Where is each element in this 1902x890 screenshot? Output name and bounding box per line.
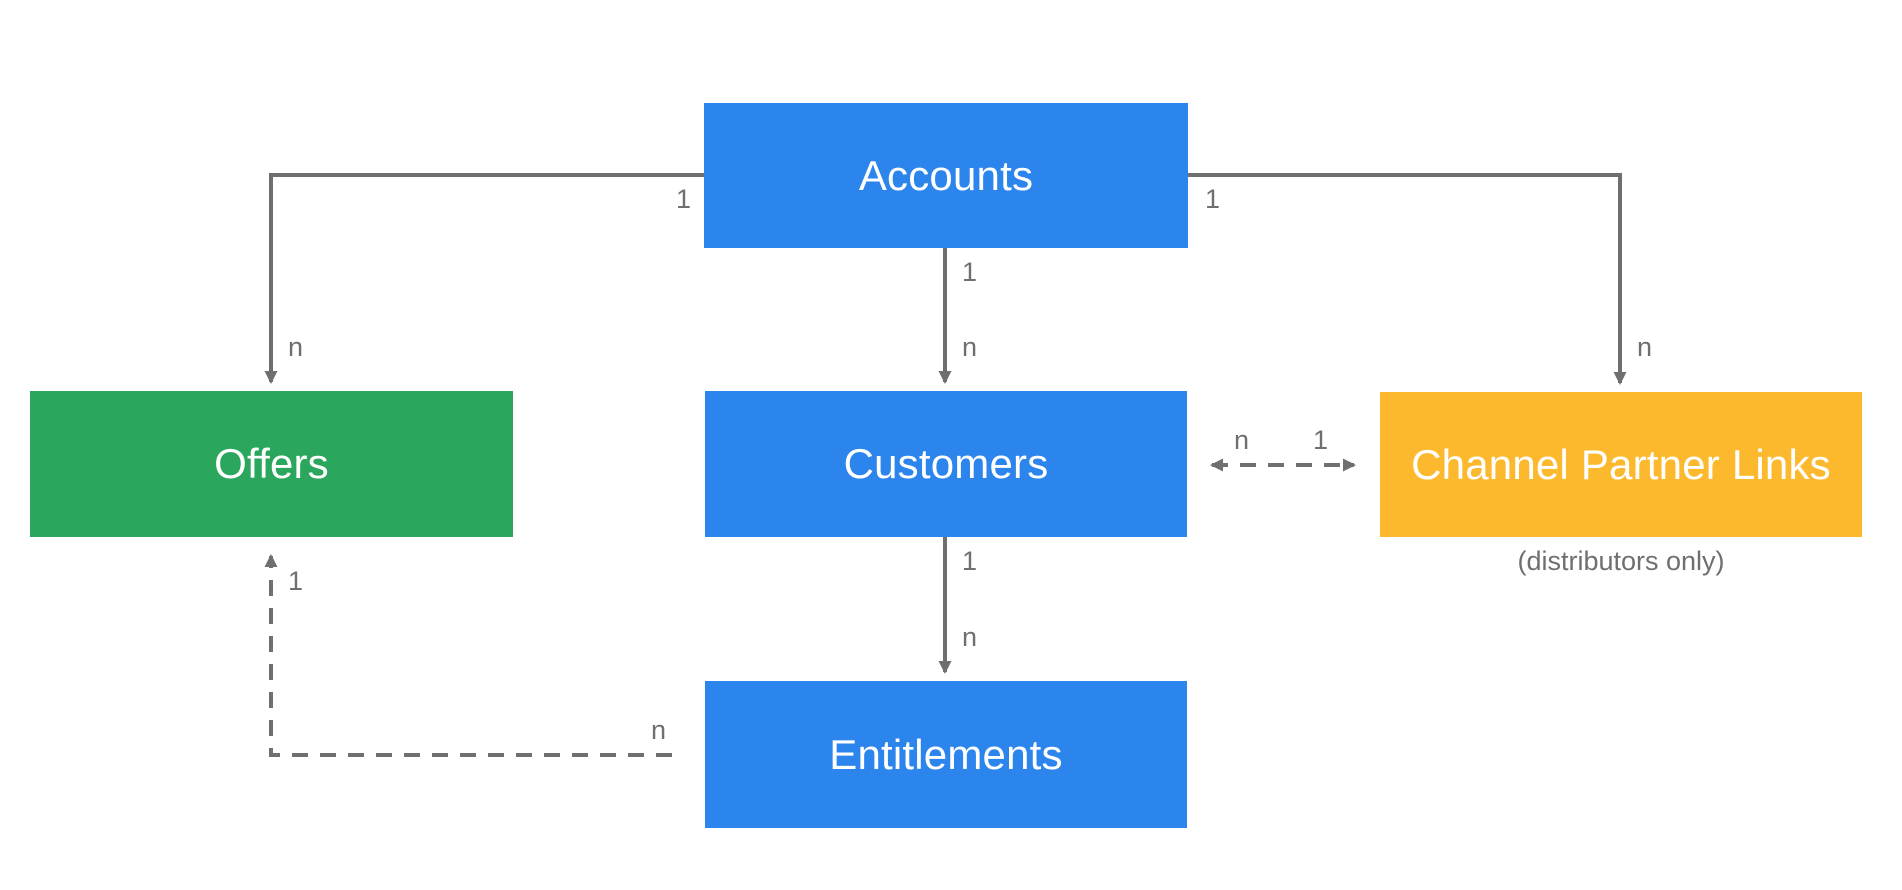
node-entitlements-label: Entitlements [829,730,1063,778]
edge-entitlements-offers [264,554,672,757]
edge-label-customers-entitlements-many: n [962,622,978,652]
edge-label-accounts-channel-one: 1 [1205,184,1221,214]
node-offers-label: Offers [214,440,329,487]
edge-label-accounts-offers-one: 1 [676,184,692,214]
edge-label-accounts-offers-many: n [288,332,304,362]
node-entitlements[interactable]: Entitlements [705,681,1187,828]
edge-accounts-offers [264,173,704,384]
edge-label-accounts-customers-one: 1 [962,257,978,287]
node-accounts[interactable]: Accounts [704,103,1188,248]
node-offers[interactable]: Offers [30,391,513,537]
edge-label-offers-entitlements-many: n [651,715,667,745]
node-accounts-label: Accounts [858,151,1034,199]
edge-label-customers-channel-one: 1 [1313,425,1329,455]
node-customers[interactable]: Customers [705,391,1187,537]
edge-label-customers-entitlements-one: 1 [962,546,978,576]
edge-label-offers-entitlements-one: 1 [288,566,304,596]
node-channel-partner-links-caption: (distributors only) [1517,546,1725,576]
node-customers-label: Customers [843,440,1049,487]
node-channel-partner-links[interactable]: Channel Partner Links [1380,392,1862,537]
edge-label-accounts-channel-many: n [1637,332,1653,362]
edge-accounts-channel [1188,173,1627,385]
edge-label-customers-channel-many: n [1234,425,1250,455]
edge-label-accounts-customers-many: n [962,332,978,362]
node-channel-partner-links-label: Channel Partner Links [1411,440,1831,488]
